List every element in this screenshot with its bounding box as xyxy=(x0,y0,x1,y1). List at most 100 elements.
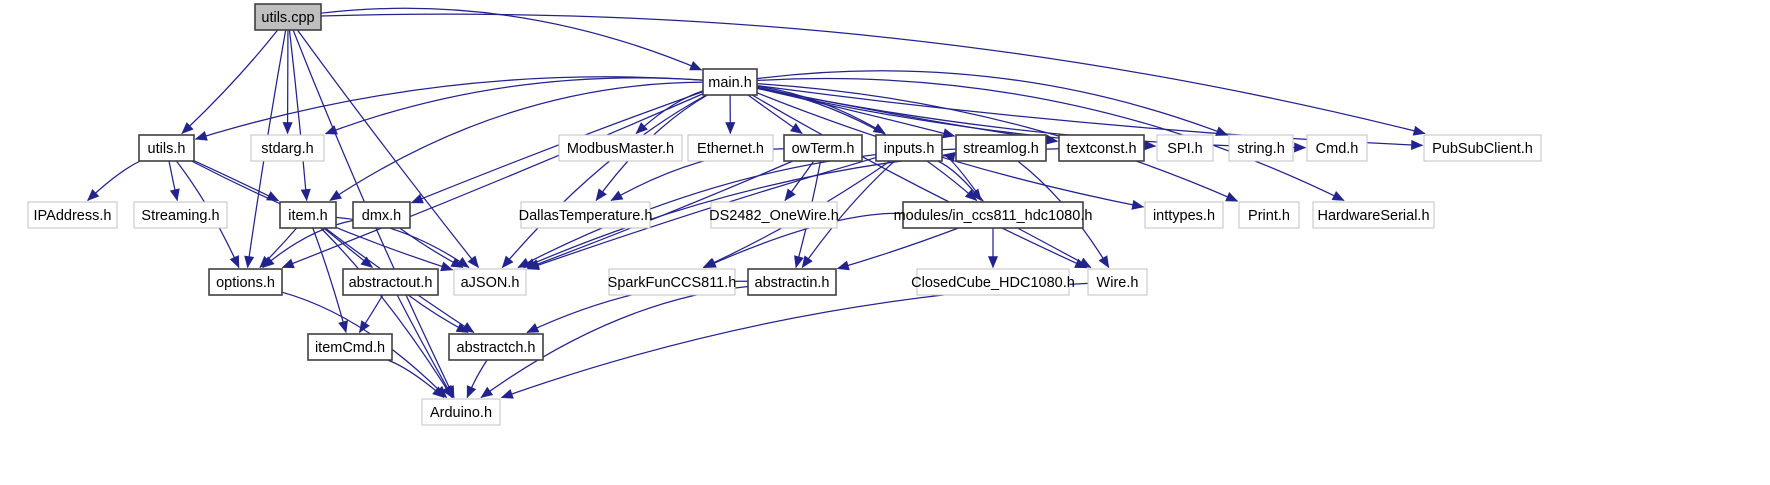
node-box[interactable] xyxy=(250,134,325,162)
graph-node-abstractin-h[interactable]: abstractin.h xyxy=(747,268,837,296)
graph-node-pubsubclient-h[interactable]: PubSubClient.h xyxy=(1423,134,1542,162)
graph-node-streaming-h[interactable]: Streaming.h xyxy=(133,201,228,229)
node-label: SparkFunCCS811.h xyxy=(608,275,737,291)
graph-node-textconst-h[interactable]: textconst.h xyxy=(1058,134,1145,162)
edge-arrowhead xyxy=(836,260,850,271)
dependency-edge xyxy=(181,29,279,134)
node-label: utils.cpp xyxy=(261,10,314,26)
graph-node-sparkfunccs811-h[interactable]: SparkFunCCS811.h xyxy=(608,268,737,296)
node-box[interactable] xyxy=(448,333,544,361)
graph-node-wire-h[interactable]: Wire.h xyxy=(1087,268,1148,296)
node-box[interactable] xyxy=(307,333,393,361)
node-box[interactable] xyxy=(1228,134,1294,162)
edge-arrowhead xyxy=(635,122,648,135)
node-box[interactable] xyxy=(1238,201,1300,229)
node-box[interactable] xyxy=(342,268,439,296)
graph-node-closedcube-hdc1080-h[interactable]: ClosedCube_HDC1080.h xyxy=(911,268,1075,296)
graph-node-ds2482-onewire-h[interactable]: DS2482_OneWire.h xyxy=(709,201,839,229)
dependency-edge xyxy=(756,70,1228,136)
node-box[interactable] xyxy=(279,201,337,229)
graph-node-stdarg-h[interactable]: stdarg.h xyxy=(250,134,325,162)
node-box[interactable] xyxy=(138,134,195,162)
graph-node-itemcmd-h[interactable]: itemCmd.h xyxy=(307,333,393,361)
graph-node-spi-h[interactable]: SPI.h xyxy=(1156,134,1214,162)
graph-node-arduino-h[interactable]: Arduino.h xyxy=(421,398,501,426)
edge-arrowhead xyxy=(455,322,469,333)
node-box[interactable] xyxy=(133,201,228,229)
node-box[interactable] xyxy=(1306,134,1368,162)
graph-node-string-h[interactable]: string.h xyxy=(1228,134,1294,162)
node-box[interactable] xyxy=(208,268,283,296)
node-box[interactable] xyxy=(1144,201,1224,229)
graph-node-abstractch-h[interactable]: abstractch.h xyxy=(448,333,544,361)
graph-node-modules-in-ccs811-hdc1080-h[interactable]: modules/in_ccs811_hdc1080.h xyxy=(894,201,1093,229)
graph-node-cmd-h[interactable]: Cmd.h xyxy=(1306,134,1368,162)
node-label: itemCmd.h xyxy=(315,340,385,356)
node-box[interactable] xyxy=(902,201,1084,229)
graph-node-ethernet-h[interactable]: Ethernet.h xyxy=(687,134,774,162)
node-label: modules/in_ccs811_hdc1080.h xyxy=(894,208,1093,224)
dependency-edge xyxy=(837,227,959,270)
graph-node-abstractout-h[interactable]: abstractout.h xyxy=(342,268,439,296)
edge-arrowhead xyxy=(872,123,886,134)
graph-node-inputs-h[interactable]: inputs.h xyxy=(875,134,943,162)
graph-node-ipaddress-h[interactable]: IPAddress.h xyxy=(27,201,118,229)
dependency-edge xyxy=(756,83,1238,202)
node-box[interactable] xyxy=(520,201,651,229)
node-label: inttypes.h xyxy=(1153,208,1215,224)
node-box[interactable] xyxy=(1423,134,1542,162)
graph-node-utils-h[interactable]: utils.h xyxy=(138,134,195,162)
node-box[interactable] xyxy=(955,134,1047,162)
graph-node-streamlog-h[interactable]: streamlog.h xyxy=(955,134,1047,162)
node-box[interactable] xyxy=(558,134,683,162)
graph-node-modbusmaster-h[interactable]: ModbusMaster.h xyxy=(558,134,683,162)
node-box[interactable] xyxy=(916,268,1070,296)
graph-node-main-h[interactable]: main.h xyxy=(702,68,758,96)
node-label: streamlog.h xyxy=(963,141,1039,157)
node-box[interactable] xyxy=(27,201,118,229)
node-box[interactable] xyxy=(747,268,837,296)
node-box[interactable] xyxy=(608,268,736,296)
edge-arrowhead xyxy=(244,255,255,269)
node-box[interactable] xyxy=(687,134,774,162)
node-label: ClosedCube_HDC1080.h xyxy=(911,275,1075,291)
graph-node-options-h[interactable]: options.h xyxy=(208,268,283,296)
dependency-edge xyxy=(801,160,896,268)
graph-node-hardwareserial-h[interactable]: HardwareSerial.h xyxy=(1312,201,1435,229)
graph-node-inttypes-h[interactable]: inttypes.h xyxy=(1144,201,1224,229)
dependency-edge xyxy=(396,294,454,398)
node-box[interactable] xyxy=(352,201,411,229)
node-box[interactable] xyxy=(254,3,322,31)
node-box[interactable] xyxy=(1058,134,1145,162)
node-box[interactable] xyxy=(702,68,758,96)
edge-arrowhead xyxy=(480,386,494,398)
edge-arrowhead xyxy=(784,188,796,202)
edge-arrowhead xyxy=(329,190,343,201)
node-box[interactable] xyxy=(1087,268,1148,296)
edge-arrowhead xyxy=(282,122,293,135)
edge-arrowhead xyxy=(87,189,100,202)
graph-node-owterm-h[interactable]: owTerm.h xyxy=(783,134,863,162)
dependency-edge xyxy=(281,291,448,398)
edge-arrowhead xyxy=(501,255,514,269)
node-label: utils.h xyxy=(148,141,186,157)
graph-node-utils-cpp[interactable]: utils.cpp xyxy=(254,3,322,31)
node-box[interactable] xyxy=(710,201,838,229)
edge-arrowhead xyxy=(1331,190,1345,201)
node-box[interactable] xyxy=(875,134,943,162)
edge-arrowhead xyxy=(442,385,454,399)
dependency-edge xyxy=(501,94,707,268)
node-box[interactable] xyxy=(1156,134,1214,162)
dependency-edge xyxy=(756,77,1345,202)
graph-node-ajson-h[interactable]: aJSON.h xyxy=(453,268,527,296)
node-label: abstractout.h xyxy=(349,275,433,291)
node-box[interactable] xyxy=(1312,201,1435,229)
node-box[interactable] xyxy=(421,398,501,426)
graph-node-print-h[interactable]: Print.h xyxy=(1238,201,1300,229)
graph-node-dmx-h[interactable]: dmx.h xyxy=(352,201,411,229)
node-box[interactable] xyxy=(453,268,527,296)
node-box[interactable] xyxy=(783,134,863,162)
graph-node-item-h[interactable]: item.h xyxy=(279,201,337,229)
graph-node-dallastemperature-h[interactable]: DallasTemperature.h xyxy=(519,201,653,229)
